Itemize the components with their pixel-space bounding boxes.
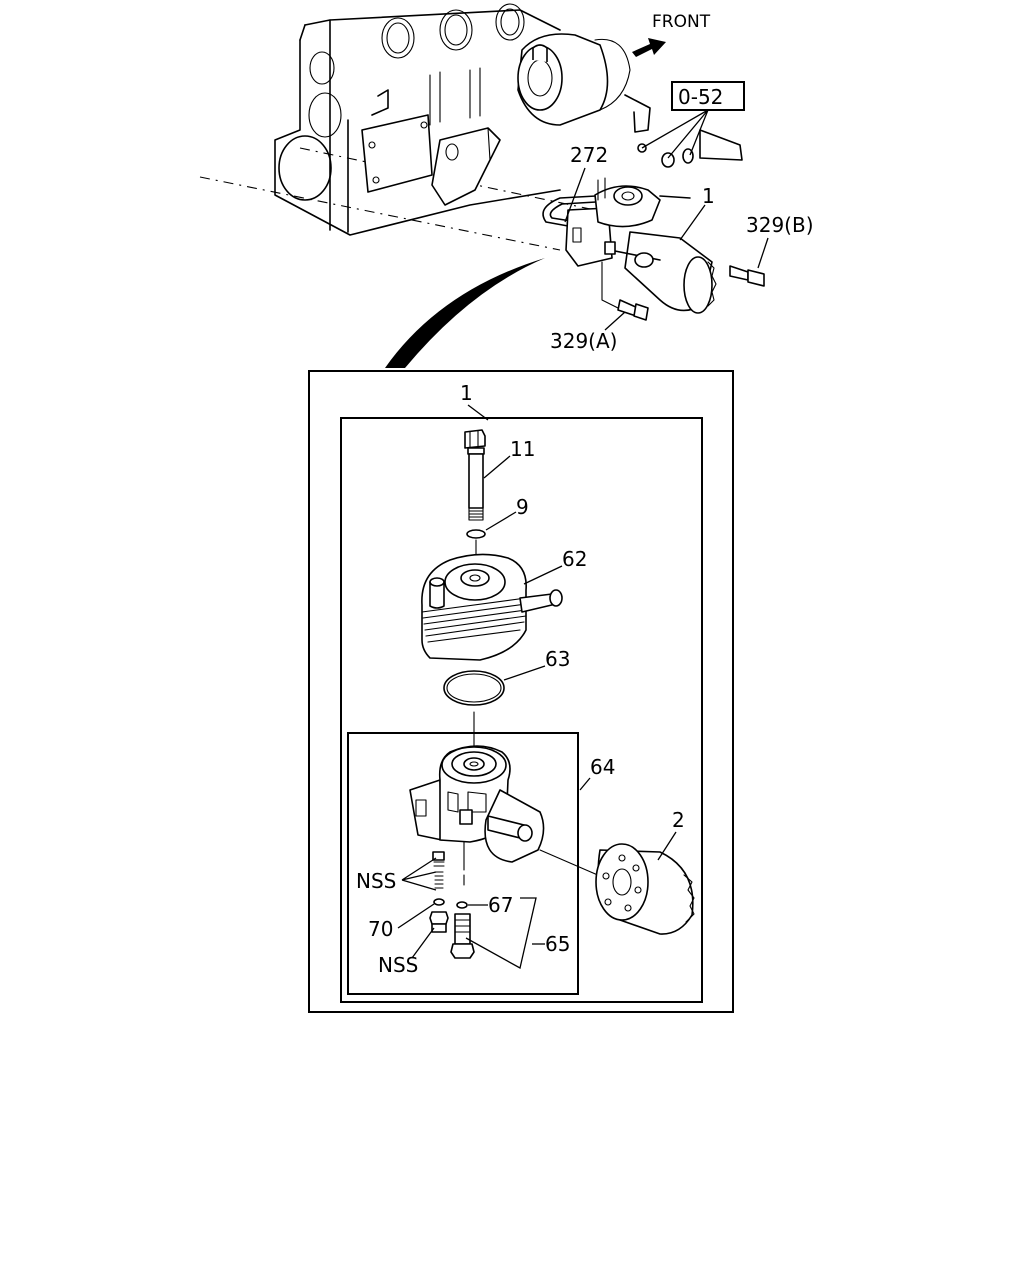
bolt-part-11 xyxy=(464,429,486,521)
part-64-label: 64 xyxy=(590,755,615,779)
part-272-label: 272 xyxy=(570,143,608,167)
part-11-label: 11 xyxy=(510,437,535,461)
part-329a-label: 329(A) xyxy=(550,329,617,353)
detail-view-arrow xyxy=(385,258,545,368)
overview-callouts: 272 1 329(B) 329(A) xyxy=(550,143,814,353)
nss-upper-label: NSS xyxy=(356,869,396,893)
part-65-label: 65 xyxy=(545,932,570,956)
detail-callouts: 1 11 9 62 63 64 2 NSS 67 70 65 NSS xyxy=(356,381,685,977)
front-direction-indicator: FRONT xyxy=(632,12,711,57)
part-63-label: 63 xyxy=(545,647,570,671)
reference-callout: 0-52 xyxy=(641,81,745,159)
part-2-label: 2 xyxy=(672,808,685,832)
housing-part-64 xyxy=(409,745,601,886)
part-9-label: 9 xyxy=(516,495,529,519)
sub-assembly-frame xyxy=(347,732,579,995)
part-62-label: 62 xyxy=(562,547,587,571)
detail-inner-frame xyxy=(340,417,703,1003)
filter-cartridge-part-2 xyxy=(595,843,695,935)
part-67-label: 67 xyxy=(488,893,513,917)
oil-cooler-part-62 xyxy=(421,553,563,661)
part-329b-label: 329(B) xyxy=(746,213,814,237)
front-label: FRONT xyxy=(652,12,711,32)
nss-lower-label: NSS xyxy=(378,953,418,977)
part-1-detail-label: 1 xyxy=(460,381,473,405)
engine-block-overview xyxy=(199,3,743,251)
part-1-overview-label: 1 xyxy=(702,184,715,208)
o-ring-part-63 xyxy=(443,670,505,706)
part-70-label: 70 xyxy=(368,917,393,941)
overview-filter-assembly xyxy=(542,177,765,321)
relief-valve-parts xyxy=(429,851,475,959)
o-ring-part-9 xyxy=(466,529,486,539)
detail-outer-frame xyxy=(308,370,734,1013)
front-arrow-icon xyxy=(632,38,666,57)
reference-label: 0-52 xyxy=(678,85,723,109)
